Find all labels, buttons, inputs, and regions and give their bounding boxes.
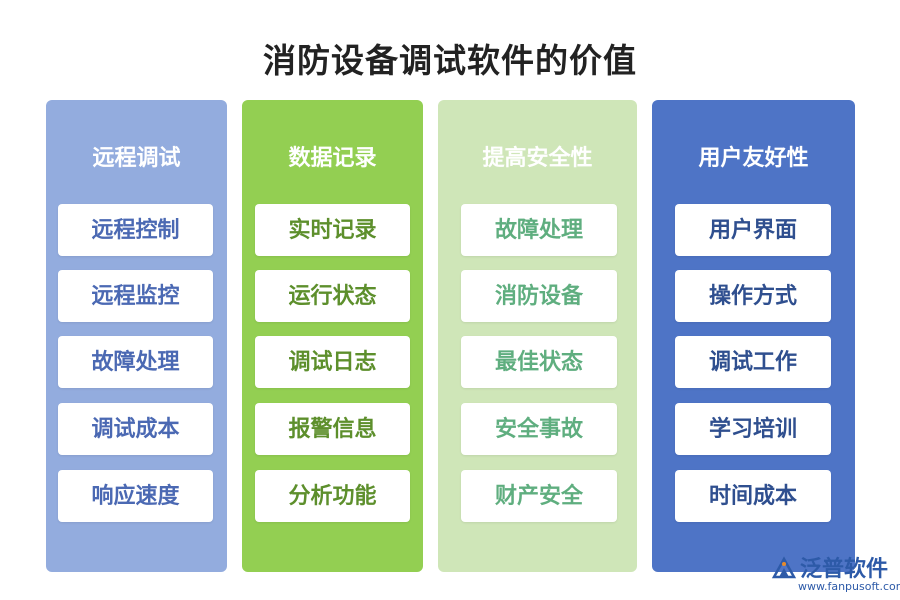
column-item: 故障处理 (461, 204, 617, 256)
fanpu-logo-icon (771, 556, 797, 579)
column-item: 分析功能 (255, 470, 410, 522)
column-item: 时间成本 (675, 470, 831, 522)
column-item: 报警信息 (255, 403, 410, 455)
column-item: 最佳状态 (461, 336, 617, 388)
column-item: 调试成本 (58, 403, 213, 455)
column-item: 故障处理 (58, 336, 213, 388)
brand-logo: 泛普软件 www.fanpusoft.com (770, 553, 900, 597)
column-item: 调试日志 (255, 336, 410, 388)
column-item: 安全事故 (461, 403, 617, 455)
column-header: 数据记录 (288, 145, 377, 171)
column-item: 消防设备 (461, 270, 617, 322)
column-remote-debugging: 远程调试 远程控制 远程监控 故障处理 调试成本 响应速度 (46, 100, 227, 572)
column-item: 远程监控 (58, 270, 213, 322)
column-item: 调试工作 (675, 336, 831, 388)
column-item: 学习培训 (675, 403, 831, 455)
column-header: 提高安全性 (482, 145, 593, 171)
column-item: 操作方式 (675, 270, 831, 322)
column-header: 远程调试 (92, 145, 181, 171)
page-title: 消防设备调试软件的价值 (263, 41, 637, 80)
column-user-friendliness: 用户友好性 用户界面 操作方式 调试工作 学习培训 时间成本 (652, 100, 855, 572)
column-item: 运行状态 (255, 270, 410, 322)
column-item: 实时记录 (255, 204, 410, 256)
column-item: 响应速度 (58, 470, 213, 522)
logo-name: 泛普软件 (800, 557, 889, 582)
column-improve-safety: 提高安全性 故障处理 消防设备 最佳状态 安全事故 财产安全 (438, 100, 637, 572)
logo-url: www.fanpusoft.com (798, 580, 900, 593)
column-item: 财产安全 (461, 470, 617, 522)
column-item: 用户界面 (675, 204, 831, 256)
column-item: 远程控制 (58, 204, 213, 256)
column-header: 用户友好性 (698, 145, 809, 171)
column-data-recording: 数据记录 实时记录 运行状态 调试日志 报警信息 分析功能 (242, 100, 423, 572)
